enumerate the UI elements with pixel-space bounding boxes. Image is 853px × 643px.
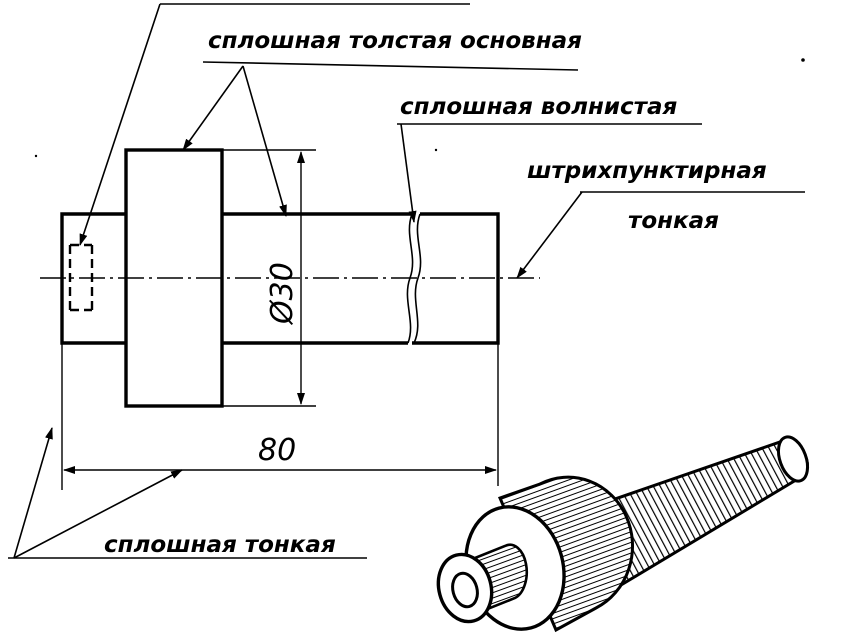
isometric-view — [436, 435, 810, 633]
speck — [434, 148, 438, 152]
leader-wavy — [400, 123, 417, 223]
leader-dashdot — [516, 191, 583, 279]
label-thick-main: сплошная толстая основная — [208, 28, 582, 54]
speck — [34, 154, 38, 158]
collar-outline — [124, 148, 224, 408]
label-dash-dot-1: штрихпунктирная — [527, 158, 767, 184]
diameter-value: Ø30 — [265, 262, 300, 326]
leader-thick-collar — [182, 65, 244, 151]
length-value: 80 — [258, 433, 296, 468]
leader-hidden-hole — [79, 3, 161, 246]
leader-lines — [8, 3, 805, 559]
speck — [801, 58, 805, 62]
part-outline — [60, 148, 500, 408]
break-line-left — [406, 213, 414, 344]
break-line-right — [413, 213, 422, 344]
leader-thin-dim — [13, 469, 183, 559]
leader-shelf-thick — [202, 61, 579, 71]
leader-thin-ext — [13, 427, 53, 559]
left-end-outline — [60, 212, 126, 345]
hidden-hole — [68, 243, 94, 312]
length-dimension — [61, 343, 499, 490]
leader-thick-shaft — [242, 65, 287, 217]
diameter-dimension — [222, 149, 316, 407]
shaft-right-outline — [412, 212, 500, 345]
label-wavy: сплошная волнистая — [400, 94, 677, 120]
break-lines — [406, 213, 422, 344]
label-thin: сплошная тонкая — [104, 532, 336, 558]
label-dash-dot-2: тонкая — [628, 208, 719, 234]
